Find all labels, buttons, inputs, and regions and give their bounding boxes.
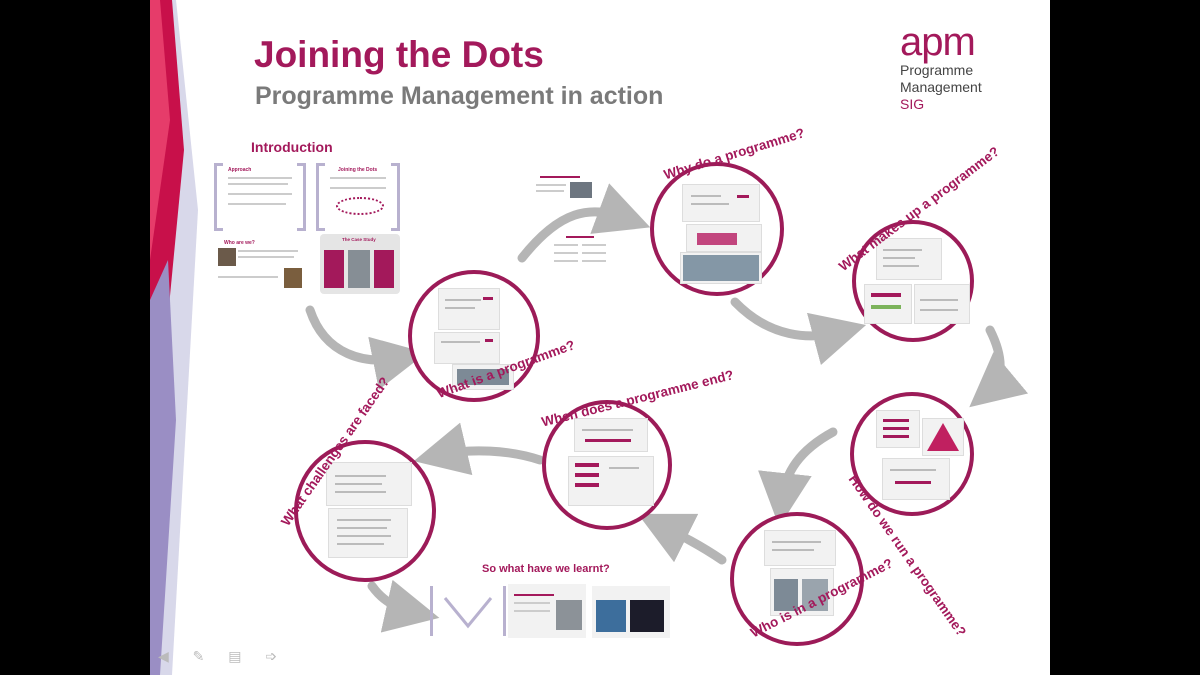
approach-card: Approach	[214, 163, 306, 235]
mini-card-programme-vs-project	[536, 172, 594, 220]
summary-cards	[430, 584, 678, 642]
circle-how[interactable]	[850, 392, 974, 516]
circle-why[interactable]	[650, 162, 784, 296]
joining-title: Joining the Dots	[338, 167, 378, 173]
case-study-card: The Case Study	[320, 234, 400, 294]
logo-brand: apm	[900, 20, 976, 64]
logo-line-3: SIG	[900, 96, 925, 112]
presenter-nav[interactable]: ◀ ✎ ▤ ➩	[158, 648, 288, 664]
page-subtitle: Programme Management in action	[255, 82, 664, 110]
logo-line-1: Programme	[900, 62, 974, 78]
logo-line-2: Management	[900, 79, 982, 95]
circle-when[interactable]	[542, 400, 672, 530]
arrow-what-to-why	[517, 183, 651, 263]
approach-title: Approach	[228, 167, 252, 173]
circle-who[interactable]	[730, 512, 864, 646]
joining-card: Joining the Dots	[316, 163, 400, 235]
circle-what-makes[interactable]	[852, 220, 974, 342]
decorative-band	[150, 0, 198, 675]
page-title: Joining the Dots	[254, 34, 544, 75]
apm-logo: apm Programme Management SIG	[900, 22, 1020, 113]
intro-heading: Introduction	[251, 139, 333, 155]
flow-arrows	[305, 183, 1029, 633]
summary-heading: So what have we learnt?	[482, 563, 610, 575]
mini-card-why-change	[554, 236, 610, 276]
who-title: Who are we?	[224, 240, 255, 246]
slide: Joining the Dots Programme Management in…	[150, 0, 1050, 675]
arrow-intro-to-what	[305, 305, 427, 390]
case-study-title: The Case Study	[342, 237, 376, 242]
circle-challenges[interactable]	[294, 440, 436, 582]
who-card: Who are we?	[214, 240, 306, 296]
circle-what-is[interactable]	[408, 270, 540, 402]
